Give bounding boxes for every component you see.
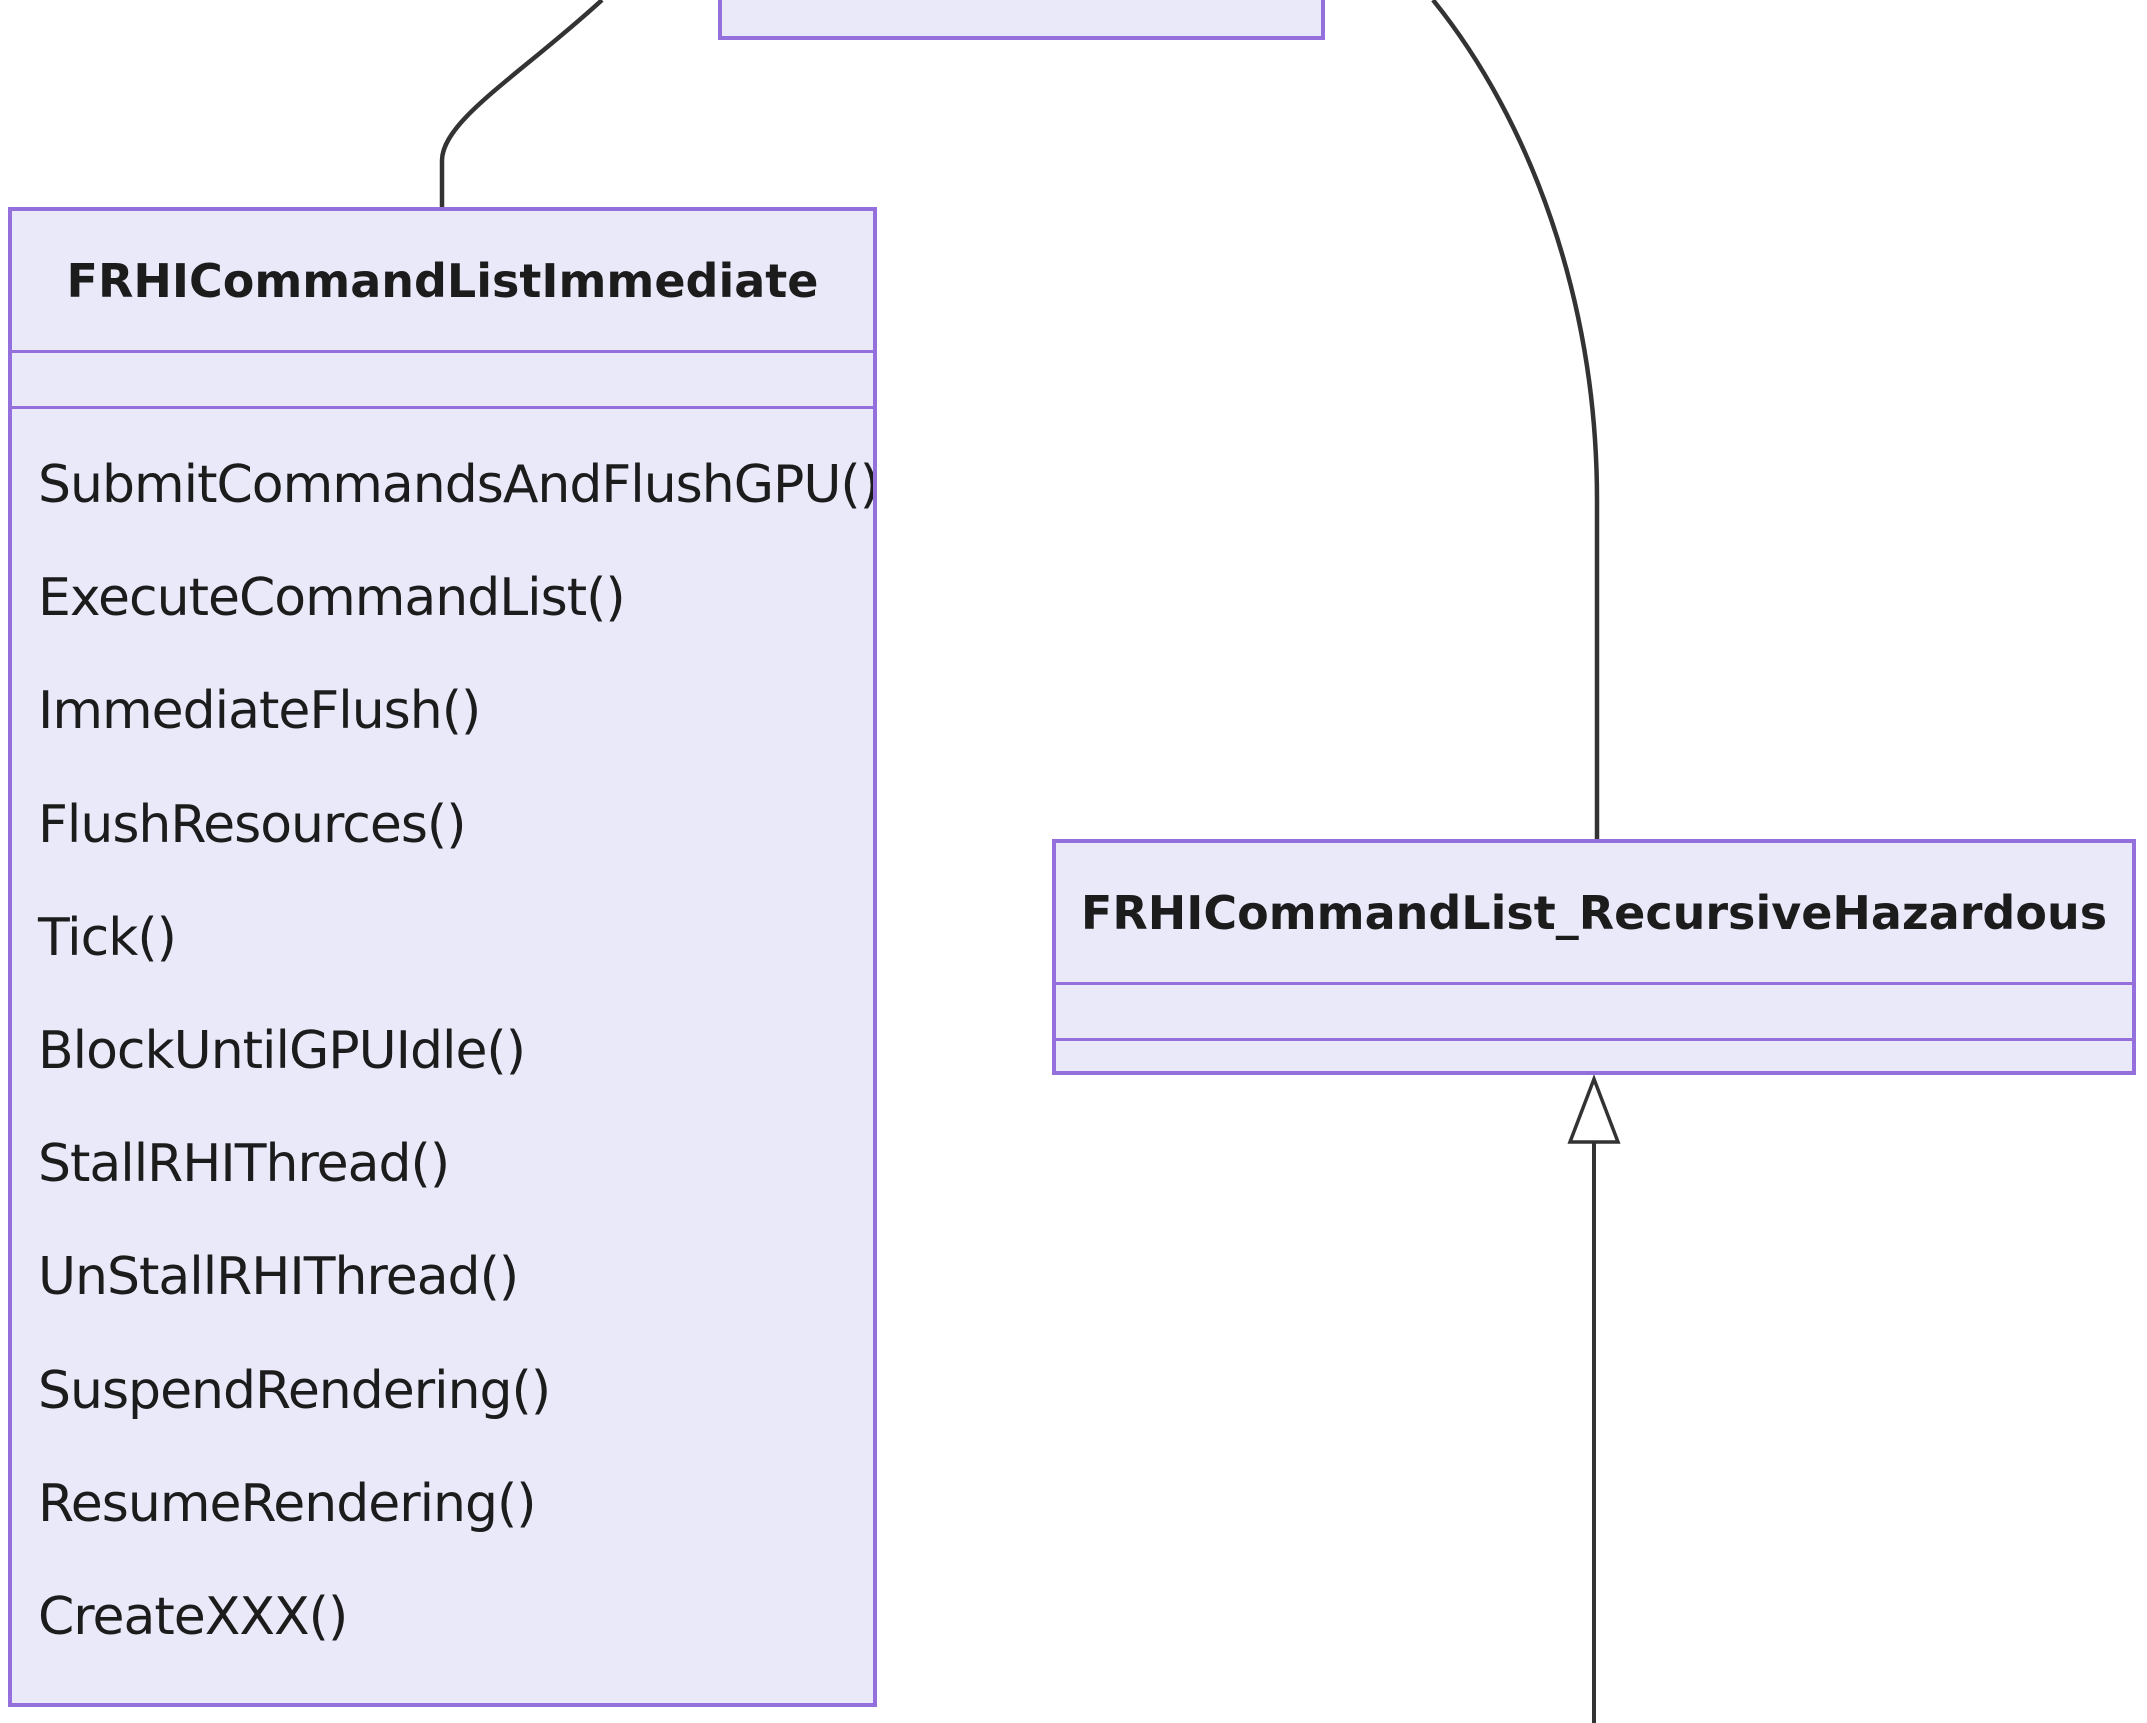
method-item: ImmediateFlush() <box>38 681 481 742</box>
inheritance-edge-left-curve <box>439 0 604 209</box>
method-item: ResumeRendering() <box>38 1473 537 1534</box>
class-title: FRHICommandListImmediate <box>12 211 873 353</box>
method-item: ExecuteCommandList() <box>38 568 626 629</box>
method-item: SubmitCommandsAndFlushGPU() <box>38 455 873 515</box>
method-item: BlockUntilGPUIdle() <box>38 1020 526 1081</box>
method-item: SuspendRendering() <box>38 1360 551 1421</box>
method-item: UnStallRHIThread() <box>38 1247 519 1308</box>
class-methods-compartment <box>1056 1041 2132 1061</box>
method-item: StallRHIThread() <box>38 1134 450 1195</box>
class-box-frhicommandlistimmediate: FRHICommandListImmediate SubmitCommandsA… <box>8 207 877 1707</box>
method-item: Tick() <box>38 907 177 968</box>
class-title: FRHICommandList_RecursiveHazardous <box>1056 843 2132 985</box>
class-box-frhicommandlist-recursivehazardous: FRHICommandList_RecursiveHazardous <box>1052 839 2136 1075</box>
class-methods-compartment: SubmitCommandsAndFlushGPU() ExecuteComman… <box>12 409 873 1674</box>
class-attributes-compartment <box>12 353 873 409</box>
class-box-top-partial <box>718 0 1325 40</box>
method-item: FlushResources() <box>38 794 467 855</box>
class-attributes-compartment <box>1056 985 2132 1041</box>
method-item: CreateXXX() <box>38 1586 348 1647</box>
inheritance-arrowhead-icon <box>1567 1074 1621 1144</box>
inheritance-edge-right-curve <box>1431 0 1600 841</box>
